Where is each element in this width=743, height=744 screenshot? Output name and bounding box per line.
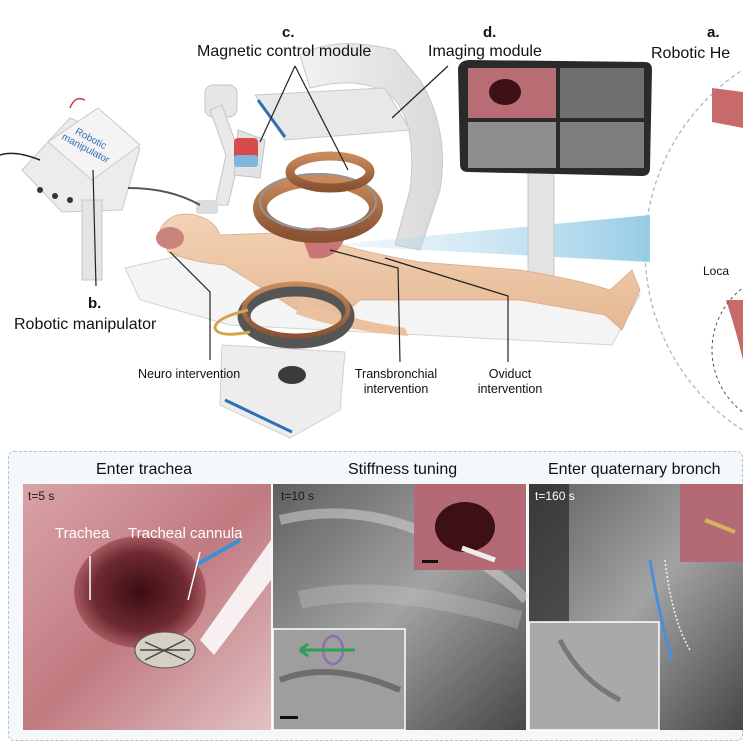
panel1-time: t=5 s (28, 489, 54, 503)
endoscope-image (23, 484, 271, 730)
label-tracheal-cannula: Tracheal cannula (128, 525, 243, 542)
panel3-time: t=160 s (535, 489, 575, 503)
panel2-time: t=10 s (281, 489, 314, 503)
panel1-title: Enter trachea (96, 461, 192, 479)
panel2-title: Stiffness tuning (348, 461, 457, 479)
xray-image-3 (529, 484, 743, 730)
panel3-title: Enter quaternary bronch (548, 461, 721, 479)
label-trachea: Trachea (55, 525, 109, 542)
xray-image-2 (273, 484, 526, 730)
